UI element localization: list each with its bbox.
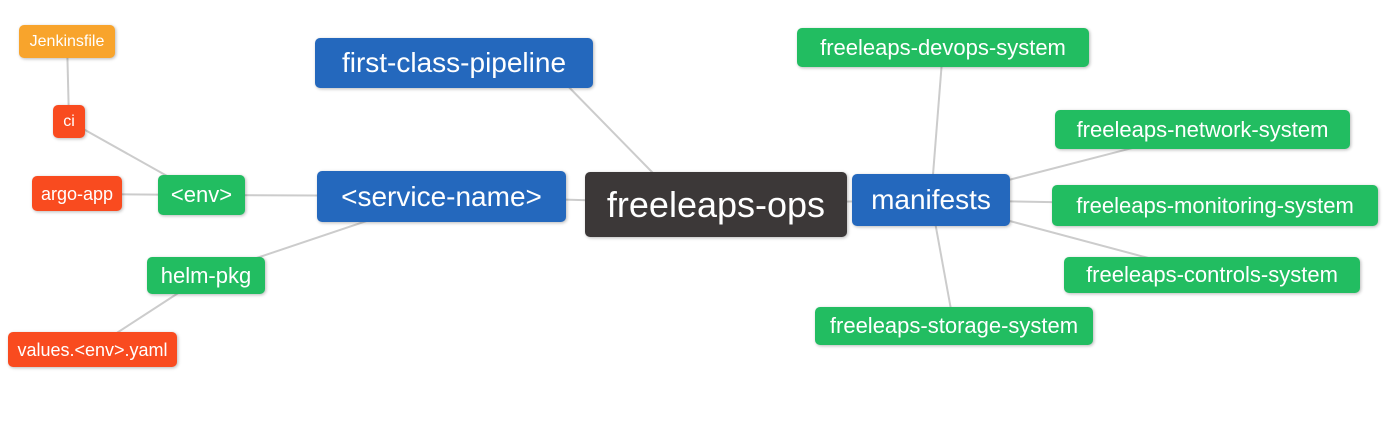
node-env[interactable]: <env> [158,175,245,215]
node-label-first-class-pipeline: first-class-pipeline [341,47,567,78]
node-first-class-pipeline[interactable]: first-class-pipeline [315,38,593,88]
node-label-service-name: <service-name> [341,180,542,212]
node-freeleaps-storage-system[interactable]: freeleaps-storage-system [815,307,1093,345]
node-ci[interactable]: ci [53,105,85,138]
node-freeleaps-monitoring-system[interactable]: freeleaps-monitoring-system [1052,185,1378,226]
node-label-env: <env> [170,182,233,207]
node-label-freeleaps-devops-system: freeleaps-devops-system [820,34,1066,60]
node-freeleaps-controls-system[interactable]: freeleaps-controls-system [1064,257,1360,293]
node-freeleaps-devops-system[interactable]: freeleaps-devops-system [797,28,1089,67]
node-label-jenkinsfile: Jenkinsfile [29,32,105,50]
node-jenkinsfile[interactable]: Jenkinsfile [19,25,115,58]
node-label-values-env-yaml: values.<env>.yaml [17,339,168,360]
node-label-freeleaps-storage-system: freeleaps-storage-system [829,313,1079,338]
node-freeleaps-ops[interactable]: freeleaps-ops [585,172,847,237]
node-label-helm-pkg: helm-pkg [160,262,252,288]
node-label-manifests: manifests [871,184,991,215]
node-label-freeleaps-ops: freeleaps-ops [606,183,826,225]
node-label-freeleaps-network-system: freeleaps-network-system [1076,116,1329,142]
node-label-argo-app: argo-app [40,183,114,204]
node-helm-pkg[interactable]: helm-pkg [147,257,265,294]
node-service-name[interactable]: <service-name> [317,171,566,222]
node-label-ci: ci [63,112,75,130]
node-label-freeleaps-monitoring-system: freeleaps-monitoring-system [1076,192,1354,218]
node-argo-app[interactable]: argo-app [32,176,122,211]
node-values-env-yaml[interactable]: values.<env>.yaml [8,332,177,367]
node-label-freeleaps-controls-system: freeleaps-controls-system [1086,262,1338,287]
node-manifests[interactable]: manifests [852,174,1010,226]
node-freeleaps-network-system[interactable]: freeleaps-network-system [1055,110,1350,149]
